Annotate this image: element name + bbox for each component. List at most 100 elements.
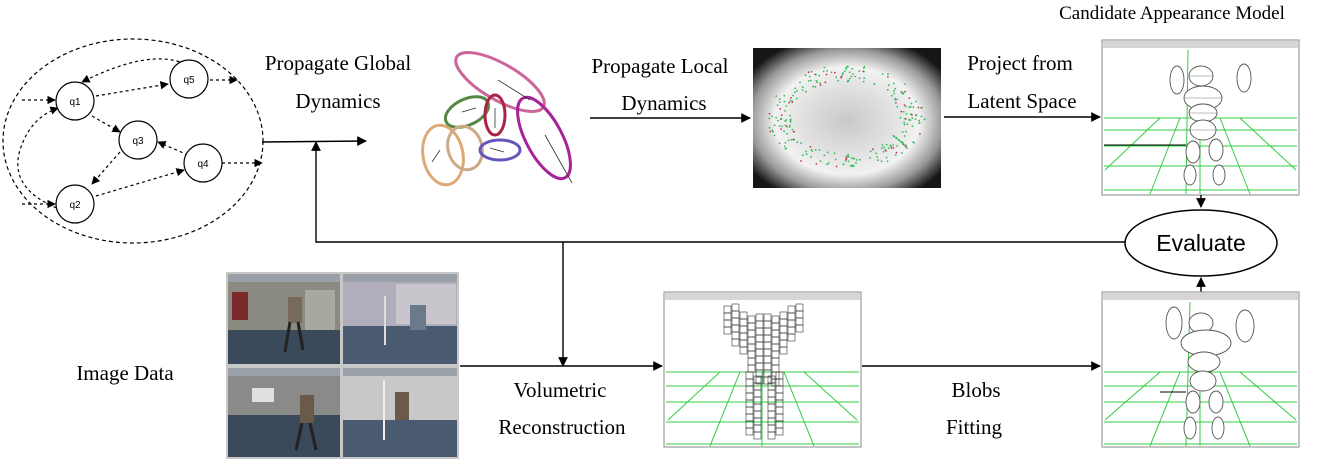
propagate-local-line2: Dynamics — [621, 91, 706, 115]
particle — [799, 81, 801, 84]
particle — [801, 89, 804, 91]
particle — [852, 73, 854, 75]
model-wireframe-body — [1169, 63, 1252, 186]
particle — [896, 98, 898, 101]
particle — [819, 84, 822, 86]
particle — [911, 125, 914, 127]
particle — [909, 105, 912, 108]
particle — [910, 102, 913, 105]
particle — [919, 133, 921, 135]
particle — [918, 121, 921, 124]
particle — [842, 163, 844, 166]
particle — [894, 154, 897, 156]
particle — [923, 118, 926, 121]
particle — [824, 81, 827, 84]
blob-fitting-window — [1101, 291, 1300, 448]
particle — [904, 90, 907, 93]
particle — [917, 106, 920, 109]
camera-views-grid — [226, 272, 459, 459]
particle — [773, 124, 776, 127]
particle — [854, 75, 856, 78]
voxel — [731, 338, 740, 347]
particle — [842, 72, 844, 75]
particle — [791, 101, 794, 103]
evaluate-node: Evaluate — [1124, 209, 1278, 277]
particle — [849, 77, 851, 80]
particle-cloud — [768, 65, 926, 168]
particle — [887, 147, 890, 150]
project-latent-line2: Latent Space — [967, 89, 1076, 113]
particle — [786, 125, 788, 128]
particle — [769, 130, 772, 133]
dynamics-ellipses-image — [421, 51, 573, 187]
particle — [847, 160, 850, 163]
candidate-model-title: Candidate Appearance Model — [1059, 3, 1285, 24]
particle — [880, 160, 883, 163]
particle — [771, 115, 773, 118]
node-label: q1 — [69, 97, 81, 108]
particle — [873, 83, 876, 85]
edge-q5-q1-curve — [81, 58, 186, 83]
particle — [851, 165, 853, 168]
camera-view-4 — [343, 368, 457, 457]
particle — [818, 149, 821, 151]
particle — [880, 147, 883, 150]
graph-node-q1: q1 — [55, 81, 95, 121]
particle — [793, 130, 795, 133]
particle — [808, 75, 811, 78]
particle — [902, 143, 905, 146]
particle — [814, 73, 817, 76]
particle — [785, 105, 788, 107]
particle — [885, 156, 888, 159]
particle — [773, 134, 776, 137]
arrow-evaluate-feedback — [311, 141, 1125, 243]
particle — [792, 138, 795, 141]
evaluate-label: Evaluate — [1156, 230, 1246, 256]
particle — [768, 126, 771, 129]
particle — [814, 149, 817, 151]
particle — [905, 113, 908, 115]
particle — [840, 75, 843, 78]
particle — [776, 104, 779, 107]
particle — [900, 90, 903, 93]
voxel — [795, 324, 804, 333]
particle — [826, 163, 829, 166]
particle — [895, 137, 898, 140]
particle — [862, 70, 865, 73]
propagate-global-line2: Dynamics — [295, 89, 380, 113]
particle — [911, 117, 914, 119]
particle — [895, 151, 898, 154]
particle — [791, 128, 794, 131]
particle — [902, 93, 904, 95]
particle — [823, 66, 826, 69]
particle — [792, 94, 794, 97]
particle — [906, 147, 908, 150]
particle — [835, 165, 838, 168]
particle — [815, 163, 818, 165]
particle — [902, 110, 905, 113]
particle — [869, 157, 871, 159]
particle — [805, 150, 808, 153]
voxel-body — [723, 303, 804, 440]
particle — [915, 100, 917, 103]
blobs-line2: Fitting — [946, 415, 1003, 439]
particle — [790, 138, 793, 141]
particle — [780, 114, 783, 117]
particle — [846, 65, 848, 68]
particle — [844, 159, 847, 162]
particle — [904, 105, 907, 108]
particle — [894, 87, 897, 90]
node-label: q2 — [69, 200, 81, 211]
particle — [881, 73, 884, 76]
particle — [892, 147, 895, 149]
voxel — [763, 376, 772, 385]
edge-q4-q3 — [157, 141, 189, 156]
particle — [796, 141, 799, 144]
particle — [858, 70, 861, 73]
voxel — [771, 378, 780, 387]
particle — [795, 97, 798, 100]
particle — [771, 129, 774, 132]
particle — [775, 95, 778, 97]
particle — [894, 97, 896, 100]
